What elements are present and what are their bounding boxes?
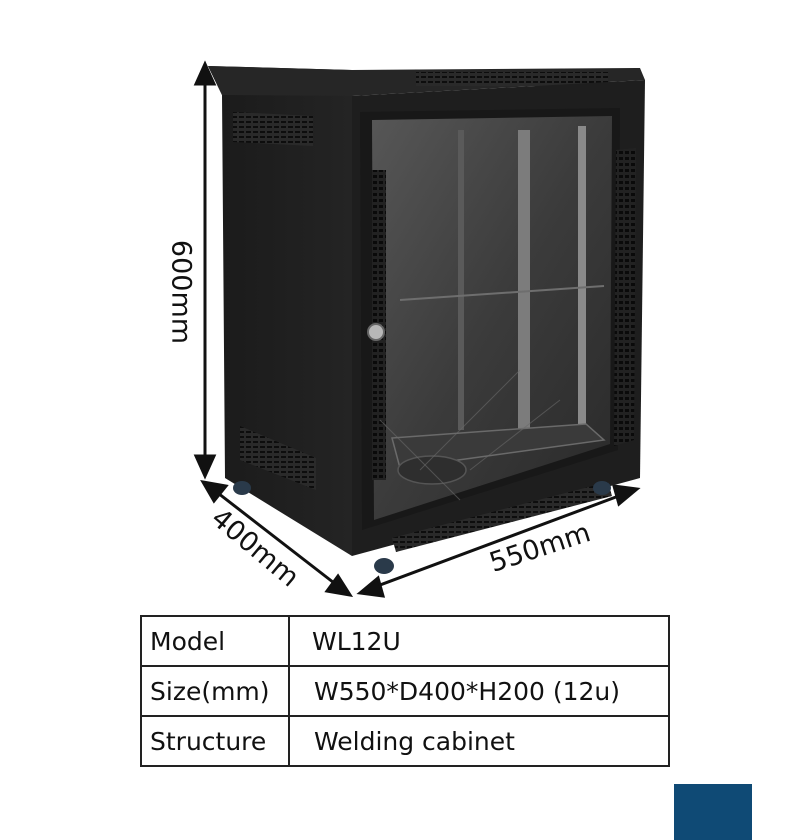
depth-dimension-arrow xyxy=(200,479,354,598)
cabinet-body xyxy=(208,66,645,574)
spec-label: Model xyxy=(140,615,290,667)
lock-icon xyxy=(367,323,385,341)
spec-value: WL12U xyxy=(288,615,670,667)
cabinet-illustration xyxy=(193,60,645,598)
height-dimension-label: 600mm xyxy=(165,239,197,345)
spec-value: Welding cabinet xyxy=(288,715,670,767)
height-dimension-arrow xyxy=(193,60,217,480)
spec-table: Model WL12U Size(mm) W550*D400*H200 (12u… xyxy=(140,615,670,767)
corner-color-block xyxy=(674,784,752,840)
spec-label: Size(mm) xyxy=(140,665,290,717)
table-row: Size(mm) W550*D400*H200 (12u) xyxy=(140,665,670,717)
spec-label: Structure xyxy=(140,715,290,767)
product-figure: 600mm 400mm 550mm xyxy=(165,60,645,598)
table-row: Model WL12U xyxy=(140,615,670,667)
spec-value: W550*D400*H200 (12u) xyxy=(288,665,670,717)
width-dimension-arrow xyxy=(356,484,641,598)
table-row: Structure Welding cabinet xyxy=(140,715,670,767)
